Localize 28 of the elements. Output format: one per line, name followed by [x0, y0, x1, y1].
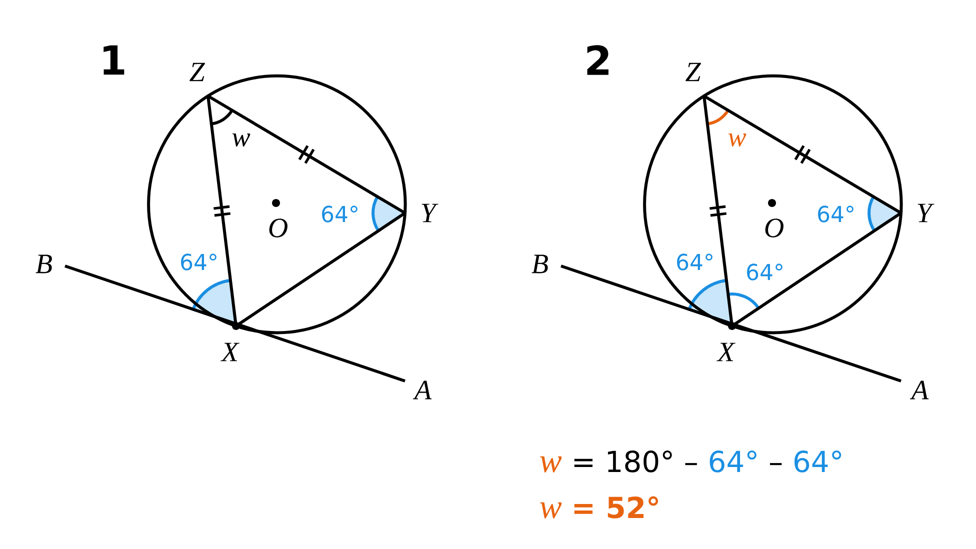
equation-term: 64° [794, 450, 842, 472]
equation-term: = 52° [574, 496, 658, 518]
angle-label: 64° [181, 254, 216, 270]
angle-variable: w [232, 133, 250, 147]
equation-term: = 180° – [574, 450, 697, 472]
equation-term: w [540, 456, 562, 472]
angle-label: 64° [818, 206, 854, 222]
point-label: O [765, 218, 784, 238]
point-label: Y [918, 204, 934, 222]
panel-number: 1 [104, 45, 124, 75]
point-label: Z [686, 62, 702, 82]
angle-label: 64° [322, 206, 358, 222]
point-label: Z [190, 62, 206, 82]
point-label: X [220, 342, 240, 362]
panel-number: 2 [587, 45, 608, 75]
point-label: B [36, 254, 52, 274]
equation-term: w [540, 502, 562, 518]
point-label: A [910, 380, 929, 400]
point-label: Y [422, 204, 438, 222]
equation-term: 64° [710, 450, 756, 472]
point-label: B [532, 254, 548, 274]
equation-term: – [770, 463, 782, 466]
angle-variable: w [728, 133, 746, 147]
point-label: X [716, 342, 736, 362]
point-label: A [412, 380, 432, 400]
angle-label: 64° [747, 264, 782, 280]
angle-label: 64° [677, 254, 712, 270]
point-label: O [269, 218, 288, 238]
